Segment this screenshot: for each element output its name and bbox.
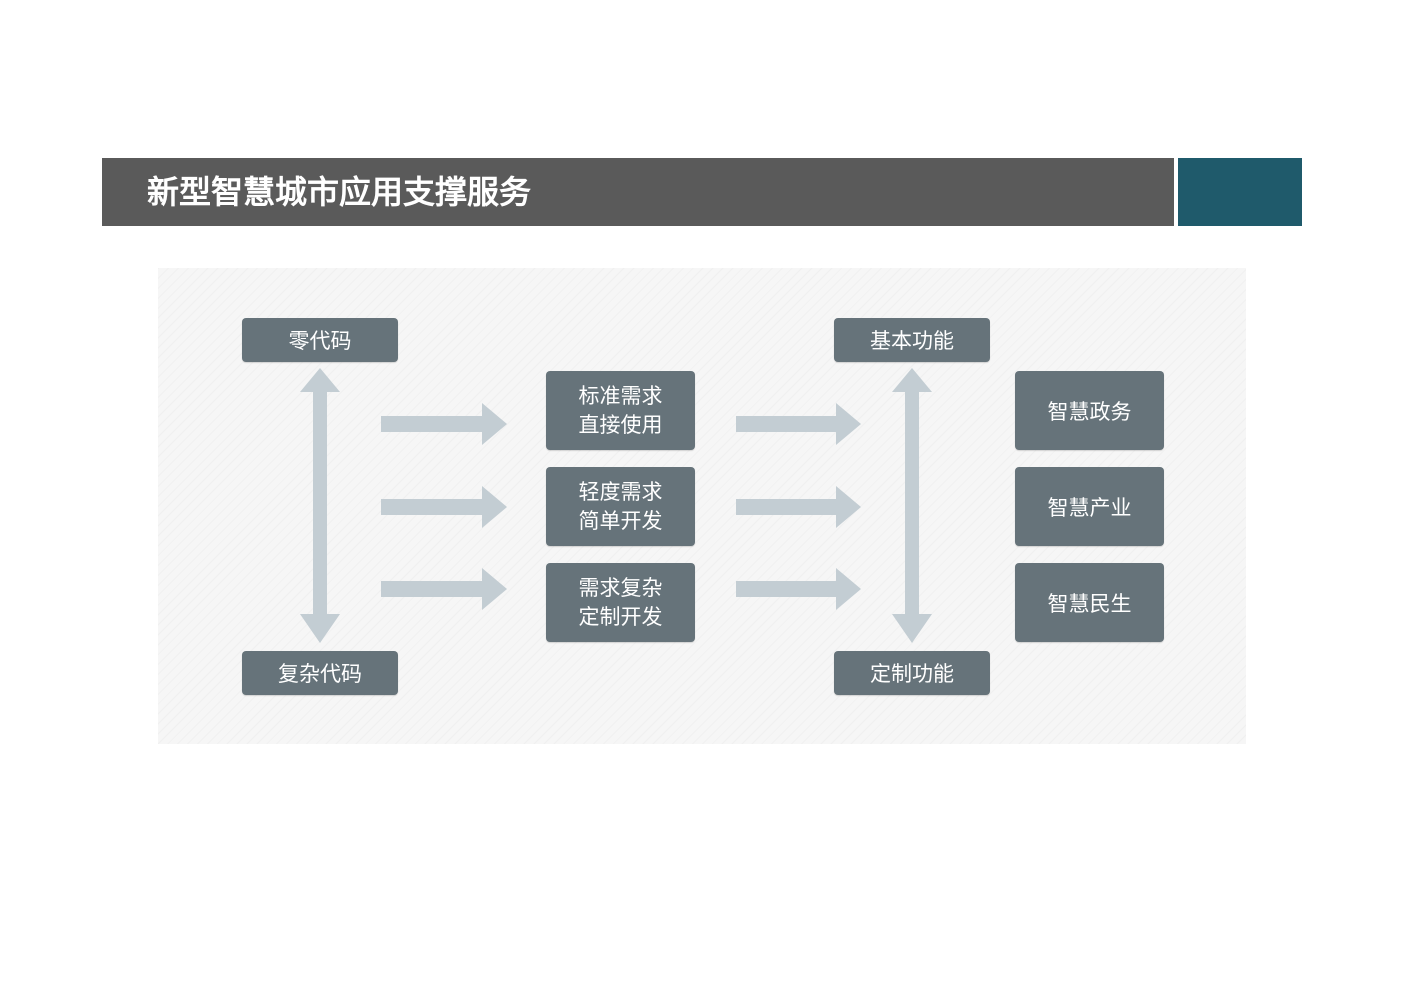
title-accent-block [1178,158,1302,226]
complex-code-label: 复杂代码 [278,662,362,686]
step-complex-box: 需求复杂 定制开发 [546,563,695,642]
custom-function-label: 定制功能 [870,662,954,686]
outcome-livelihood-box: 智慧民生 [1015,563,1164,642]
left-arrow-2 [381,486,507,528]
step-complex-line2: 定制开发 [578,604,663,629]
left-double-arrow [300,368,340,643]
page-title: 新型智慧城市应用支撑服务 [147,173,532,211]
outcome-livelihood-label: 智慧民生 [1047,591,1132,616]
left-arrow-3 [381,568,507,610]
step-light-line2: 简单开发 [578,508,663,533]
right-arrow-1 [736,403,861,445]
outcome-industry-box: 智慧产业 [1015,467,1164,546]
outcome-government-label: 智慧政务 [1047,399,1132,424]
complex-code-box: 复杂代码 [242,651,398,695]
outcome-government-box: 智慧政务 [1015,371,1164,450]
right-arrow-2 [736,486,861,528]
step-complex-line1: 需求复杂 [578,575,663,600]
custom-function-box: 定制功能 [834,651,990,695]
step-light-line1: 轻度需求 [578,479,663,504]
outcome-industry-label: 智慧产业 [1047,495,1132,520]
left-arrow-1 [381,403,507,445]
step-standard-line2: 直接使用 [578,412,663,437]
right-arrow-3 [736,568,861,610]
zero-code-label: 零代码 [288,329,352,353]
basic-function-label: 基本功能 [870,329,954,353]
basic-function-box: 基本功能 [834,318,990,362]
step-standard-box: 标准需求 直接使用 [546,371,695,450]
right-double-arrow [892,368,932,643]
step-light-box: 轻度需求 简单开发 [546,467,695,546]
title-bar: 新型智慧城市应用支撑服务 [102,158,1174,226]
step-standard-line1: 标准需求 [578,383,663,408]
zero-code-box: 零代码 [242,318,398,362]
